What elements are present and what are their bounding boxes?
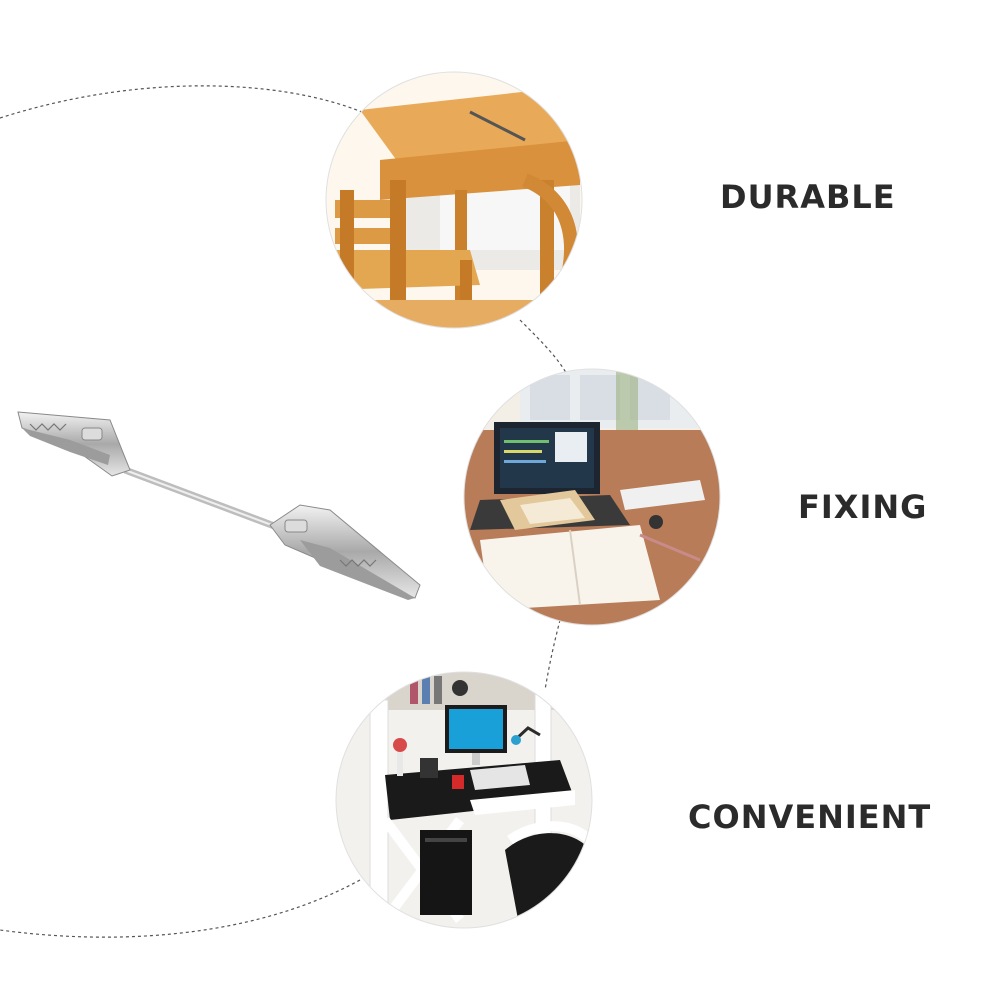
computer-workstation-photo — [336, 672, 592, 928]
study-desk-laptop-photo — [464, 369, 720, 625]
dashed-connector-arc — [0, 85, 571, 938]
alligator-clip-holder-photo — [17, 411, 421, 600]
feature-label-durable: DURABLE — [720, 178, 896, 216]
feature-label-convenient: CONVENIENT — [688, 798, 932, 836]
bamboo-desk-chair-photo — [326, 72, 582, 328]
feature-label-fixing: FIXING — [798, 488, 928, 526]
